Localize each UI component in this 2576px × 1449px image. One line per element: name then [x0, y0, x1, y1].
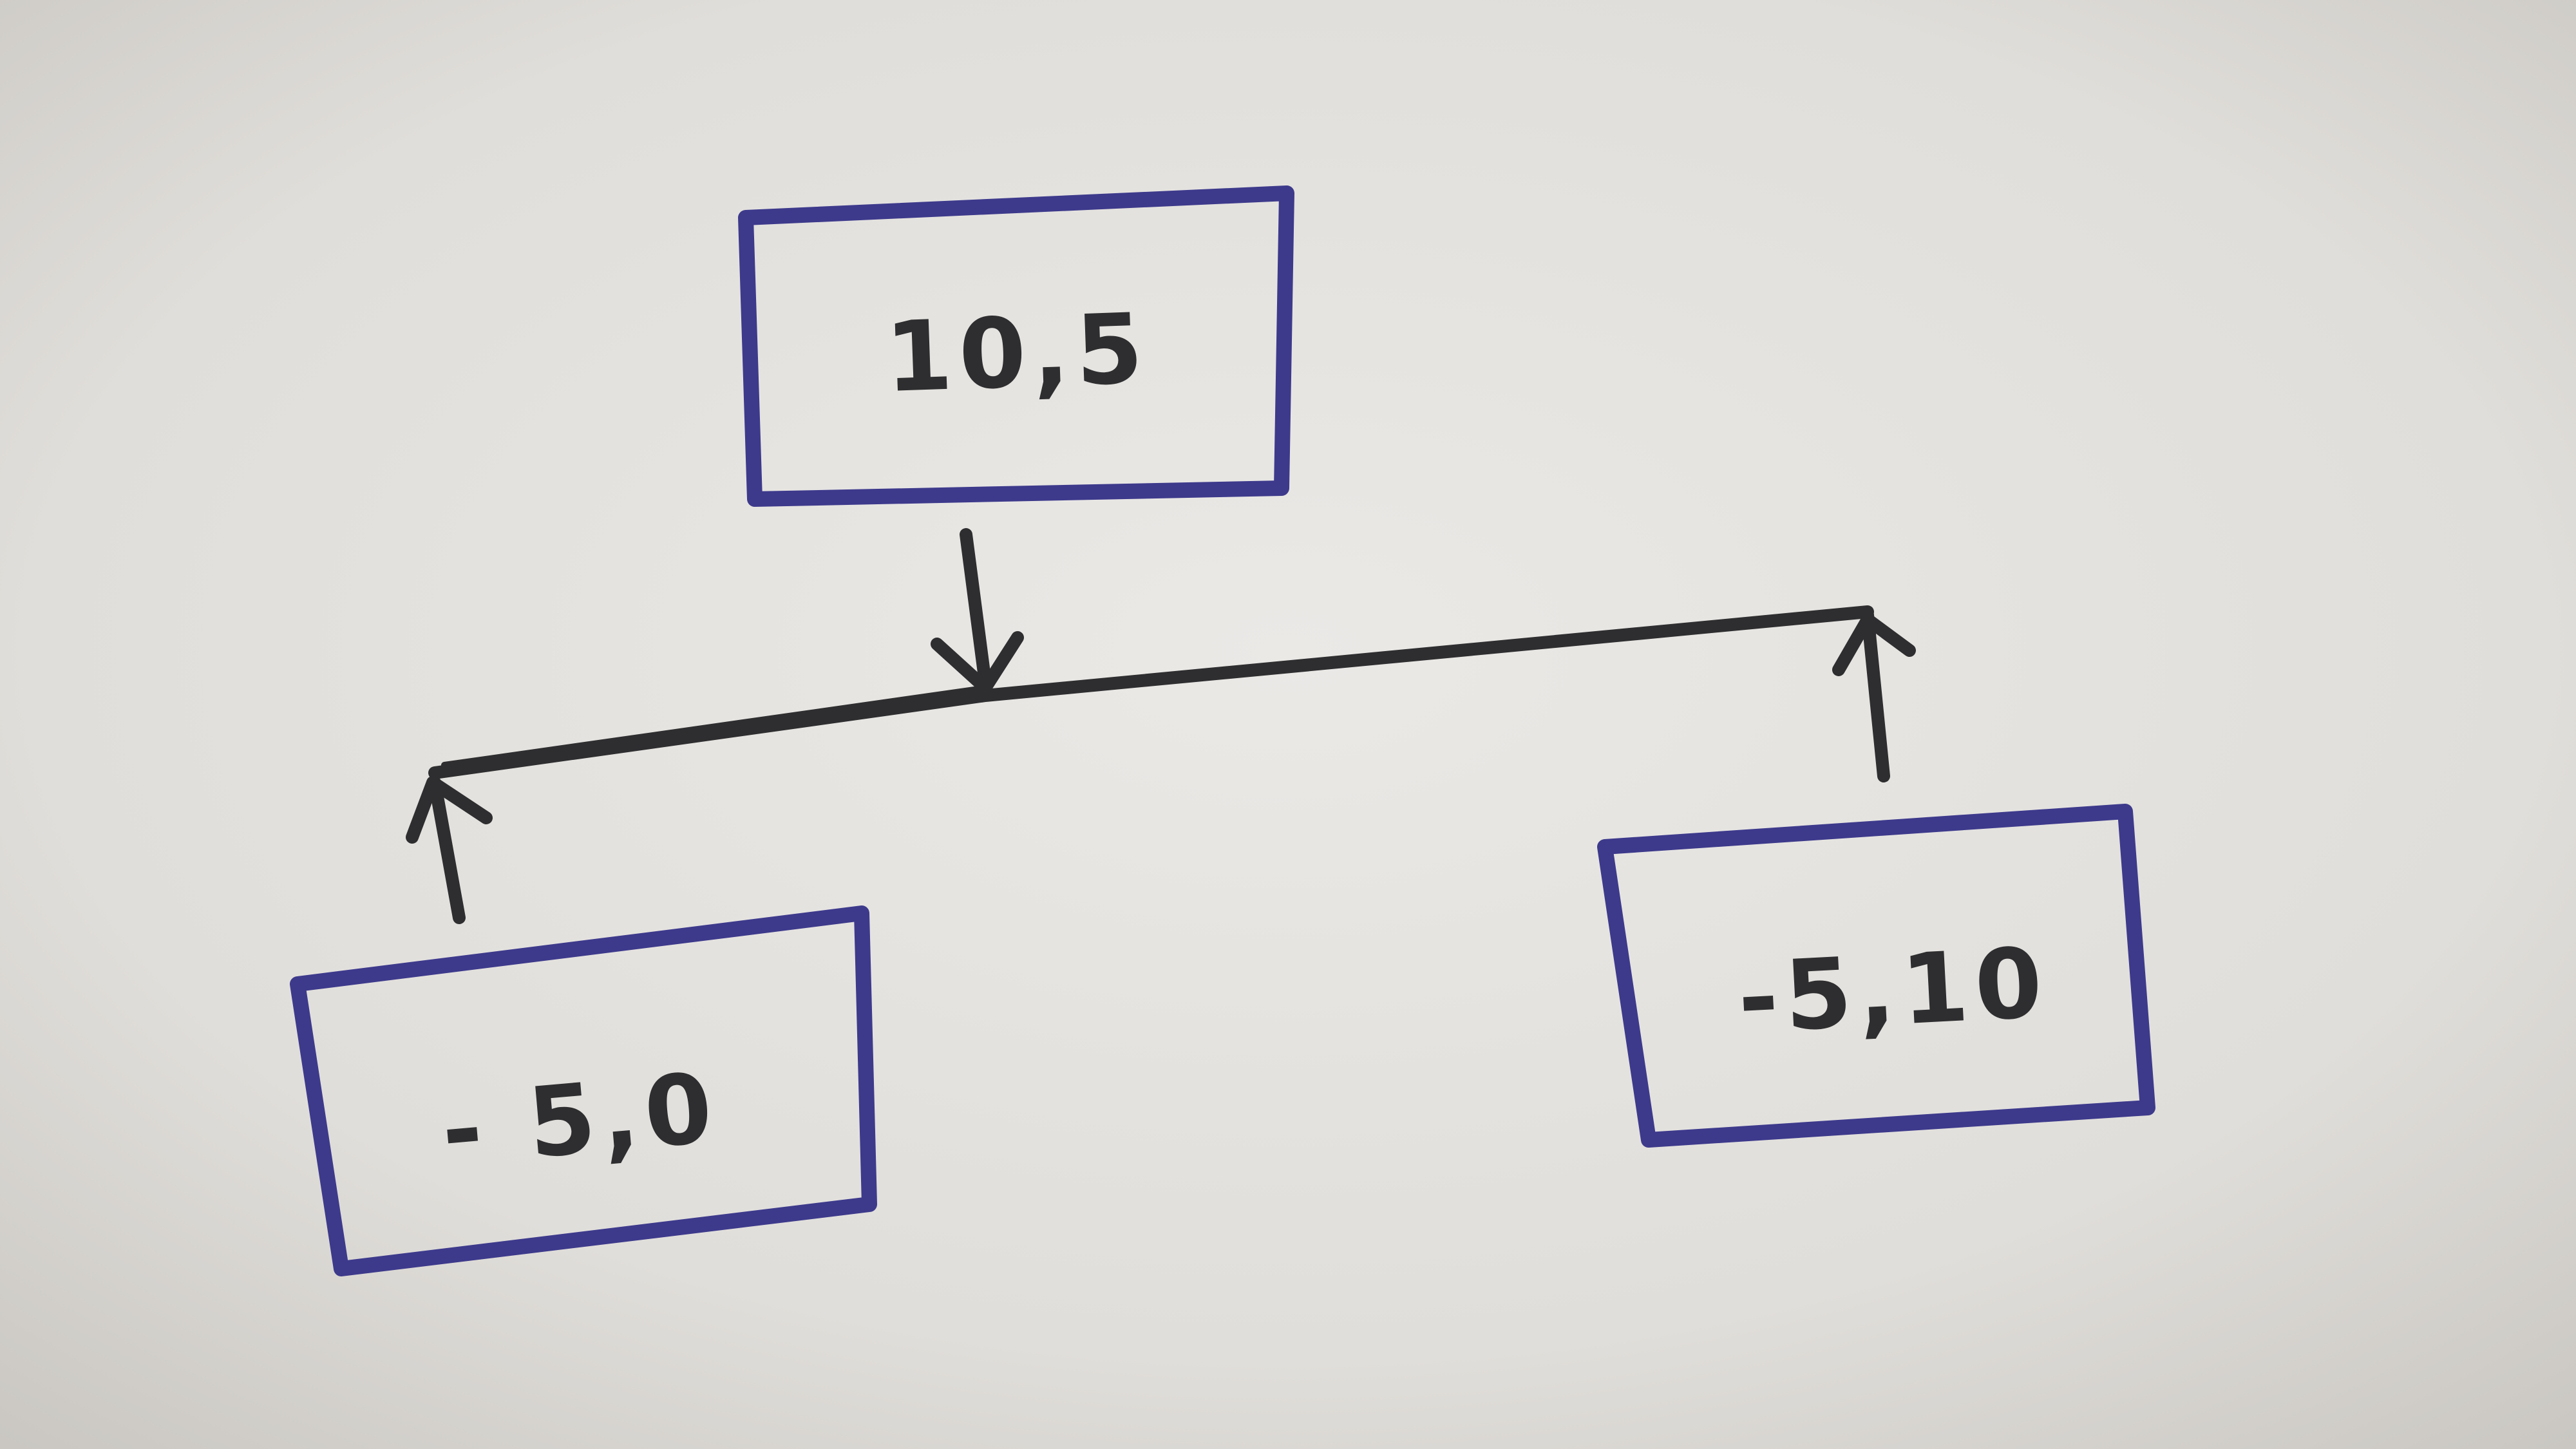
right-node-border: [1597, 804, 2155, 1148]
left-up-arrow-shaft: [428, 776, 466, 924]
horizontal-bar-line-double: [441, 686, 982, 768]
top-node-label: 10,5: [884, 293, 1151, 414]
down-arrow-shaft: [960, 528, 992, 689]
right-up-arrow-head: [1832, 613, 1916, 676]
right-node-label: -5,10: [1736, 927, 2052, 1055]
right-node: -5,10: [1597, 804, 2155, 1148]
left-node-label: - 5,0: [437, 1052, 723, 1188]
down-arrow-head: [931, 631, 1024, 694]
connectors: [406, 528, 1916, 924]
right-up-arrow-shaft: [1861, 609, 1890, 782]
horizontal-bar-line: [428, 605, 1874, 779]
left-node: - 5,0: [290, 905, 877, 1276]
top-node: 10,5: [738, 185, 1294, 507]
top-node-border: [738, 185, 1294, 507]
left-node-border: [290, 905, 877, 1276]
left-up-arrow-head: [406, 776, 493, 844]
